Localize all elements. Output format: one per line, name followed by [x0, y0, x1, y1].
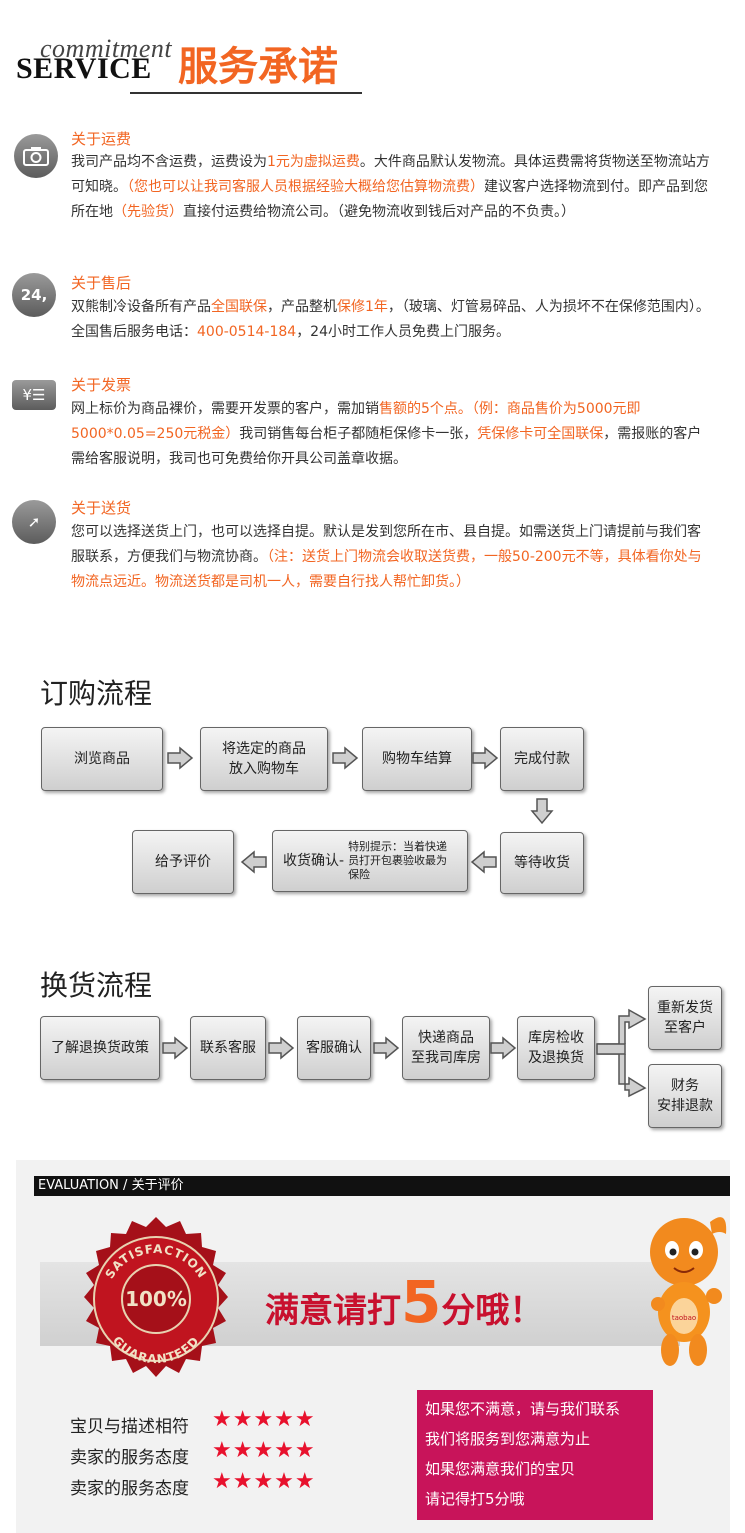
body-text: 我司销售每台柜子都随柜保修卡一张， [239, 426, 478, 442]
service-body-delivery: 您可以选择送货上门，也可以选择自提。默认是发到您所在市、县自提。如需送货上门请提… [71, 520, 711, 595]
invoice-icon: ¥☰ [12, 380, 56, 410]
exchange-step-refund: 财务 安排退款 [648, 1064, 722, 1128]
order-flow-title: 订购流程 [40, 677, 153, 710]
rating-label-service: 卖家的服务态度 [70, 1448, 189, 1468]
24h-icon: 24, [12, 273, 56, 317]
body-text: 网上标价为商品裸价，需要开发票的客户，需加销 [71, 401, 379, 417]
exchange-step-reship: 重新发货 至客户 [648, 986, 722, 1050]
delivery-icon: ➚ [12, 500, 56, 544]
evaluation-header: EVALUATION / 关于评价 [34, 1176, 730, 1196]
body-text: 直接付运费给物流公司。（避免物流收到钱后对产品的不负责。） [183, 204, 575, 220]
body-text: 建议客户选择物流到付。即产品到您所在地 [71, 179, 708, 220]
exchange-step-ship: 快递商品 至我司库房 [402, 1016, 490, 1080]
satisfaction-note: 如果您不满意，请与我们联系 我们将服务到您满意为止 如果您满意我们的宝贝 请记得… [417, 1390, 653, 1520]
exchange-step-confirm: 客服确认 [297, 1016, 371, 1080]
service-title-shipping: 关于运费 [71, 130, 132, 148]
camera-icon [14, 134, 58, 178]
highlight-text: （注：送货上门物流会收取送货费，一般50-200元不等，具体看你处与物流点远近。… [71, 549, 702, 590]
slogan-pre: 满意请打 [265, 1291, 401, 1331]
highlight-text: （您也可以让我司客服人员根据经验大概给您估算物流费） [127, 179, 484, 195]
order-step-add-cart: 将选定的商品 放入购物车 [200, 727, 328, 791]
rating-stars: ★★★★★ [212, 1407, 316, 1432]
arrow-right-icon [332, 746, 359, 770]
highlight-text: 全国联保 [211, 299, 267, 315]
body-text: ，产品整机 [267, 299, 337, 315]
rating-label-description: 宝贝与描述相符 [70, 1417, 189, 1437]
exchange-step-policy: 了解退换货政策 [40, 1016, 160, 1080]
body-text: 。大件商品默认发物流。具体运费需将货物送至物流站方可知晓。 [71, 154, 710, 195]
exchange-flow-title: 换货流程 [40, 969, 153, 1002]
arrow-left-icon [470, 850, 497, 874]
evaluation-header-en: EVALUATION [38, 1178, 119, 1193]
mascot-badge-text: taobao [672, 1314, 696, 1322]
body-text: 双熊制冷设备所有产品 [71, 299, 211, 315]
header-service: SERVICE [16, 52, 152, 85]
service-title-delivery: 关于送货 [71, 499, 132, 517]
note-line: 如果您满意我们的宝贝 [425, 1460, 576, 1478]
highlight-text: 400-0514-184 [197, 324, 297, 340]
exchange-step-contact: 联系客服 [190, 1016, 266, 1080]
body-text: 您可以选择送货上门，也可以选择自提。默认是发到您所在市、县自提。如需送货上门请提… [71, 524, 701, 565]
arrow-down-icon [530, 798, 554, 825]
order-step-confirm: 收货确认- 特别提示：当着快递员打开包裹验收最为保险 [272, 830, 468, 892]
note-line: 如果您不满意，请与我们联系 [425, 1400, 621, 1418]
service-body-shipping: 我司产品均不含运费，运费设为1元为虚拟运费。大件商品默认发物流。具体运费需将货物… [71, 150, 711, 225]
body-text: 我司产品均不含运费，运费设为 [71, 154, 267, 170]
slogan-post: 分哦！ [441, 1291, 544, 1331]
arrow-right-icon [167, 746, 194, 770]
mascot-icon: taobao [650, 1217, 727, 1366]
highlight-text: 1元为虚拟运费 [267, 154, 360, 170]
order-step-review: 给予评价 [132, 830, 234, 894]
arrow-left-icon [240, 850, 267, 874]
body-text: ，需报账的客户需给客服说明，我司也可免费给你开具公司盖章收据。 [71, 426, 702, 467]
evaluation-slogan: 满意请打5分哦！ [265, 1268, 543, 1336]
evaluation-header-cn: 关于评价 [131, 1178, 184, 1193]
service-title-invoice: 关于发票 [71, 376, 132, 394]
order-step-tip: 特别提示：当着快递员打开包裹验收最为保险 [348, 840, 448, 881]
satisfaction-seal: SATISFACTION 100% GUARANTEED [84, 1217, 228, 1377]
branch-arrow-icon [596, 1008, 647, 1098]
order-step-confirm-label: 收货确认- [283, 853, 345, 869]
service-title-aftersale: 关于售后 [71, 274, 132, 292]
order-step-pay: 完成付款 [500, 727, 584, 791]
note-line: 我们将服务到您满意为止 [425, 1430, 591, 1448]
exchange-step-inspect: 库房检收 及退换货 [517, 1016, 595, 1080]
body-text: ，24小时工作人员免费上门服务。 [296, 324, 511, 340]
service-body-invoice: 网上标价为商品裸价，需要开发票的客户，需加销售额的5个点。（例：商品售价为500… [71, 397, 711, 472]
highlight-text: 保修1年 [337, 299, 388, 315]
note-line: 请记得打5分哦 [425, 1490, 525, 1508]
order-step-checkout: 购物车结算 [362, 727, 472, 791]
arrow-right-icon [490, 1036, 517, 1060]
highlight-text: 凭保修卡可全国联保 [477, 426, 604, 442]
body-text: ，（玻璃、灯管易碎品、人为损坏不在保修范围内）。全国售后服务电话： [71, 299, 710, 340]
header-underline [130, 92, 362, 94]
rating-label-service: 卖家的服务态度 [70, 1479, 189, 1499]
arrow-right-icon [472, 746, 499, 770]
rating-stars: ★★★★★ [212, 1469, 316, 1494]
highlight-text: （先验货） [113, 204, 183, 220]
service-body-aftersale: 双熊制冷设备所有产品全国联保，产品整机保修1年，（玻璃、灯管易碎品、人为损坏不在… [71, 295, 711, 345]
arrow-right-icon [373, 1036, 400, 1060]
evaluation-header-sep: / [118, 1178, 132, 1193]
seal-center-text: 100% [125, 1287, 187, 1311]
order-step-browse: 浏览商品 [41, 727, 163, 791]
rating-stars: ★★★★★ [212, 1438, 316, 1463]
slogan-number: 5 [401, 1268, 442, 1336]
page-title: 服务承诺 [178, 44, 338, 90]
arrow-right-icon [162, 1036, 189, 1060]
order-step-await: 等待收货 [500, 832, 584, 894]
header-commitment: commitment [40, 34, 173, 63]
arrow-right-icon [268, 1036, 295, 1060]
highlight-text: 售额的5个点。（例：商品售价为5000元即5000*0.05=250元税金） [71, 401, 641, 442]
